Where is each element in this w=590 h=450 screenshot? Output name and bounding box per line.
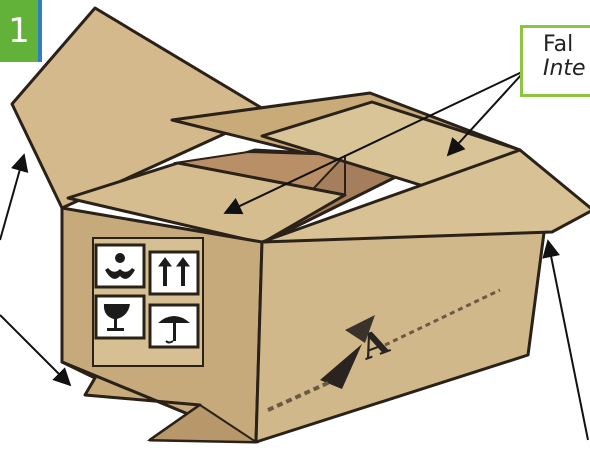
arrow-to-left-flap [0, 155, 24, 240]
handling-icons [93, 238, 203, 366]
callout-line-1: Fal [543, 32, 590, 57]
callout-line-2: Inte [543, 56, 590, 81]
step-badge: 1 [0, 0, 42, 62]
arrow-to-right-flap [548, 241, 588, 440]
right-face [256, 225, 545, 442]
arrow-to-bottom-flap [0, 315, 70, 385]
callout-box: Fal Inte [520, 25, 590, 97]
